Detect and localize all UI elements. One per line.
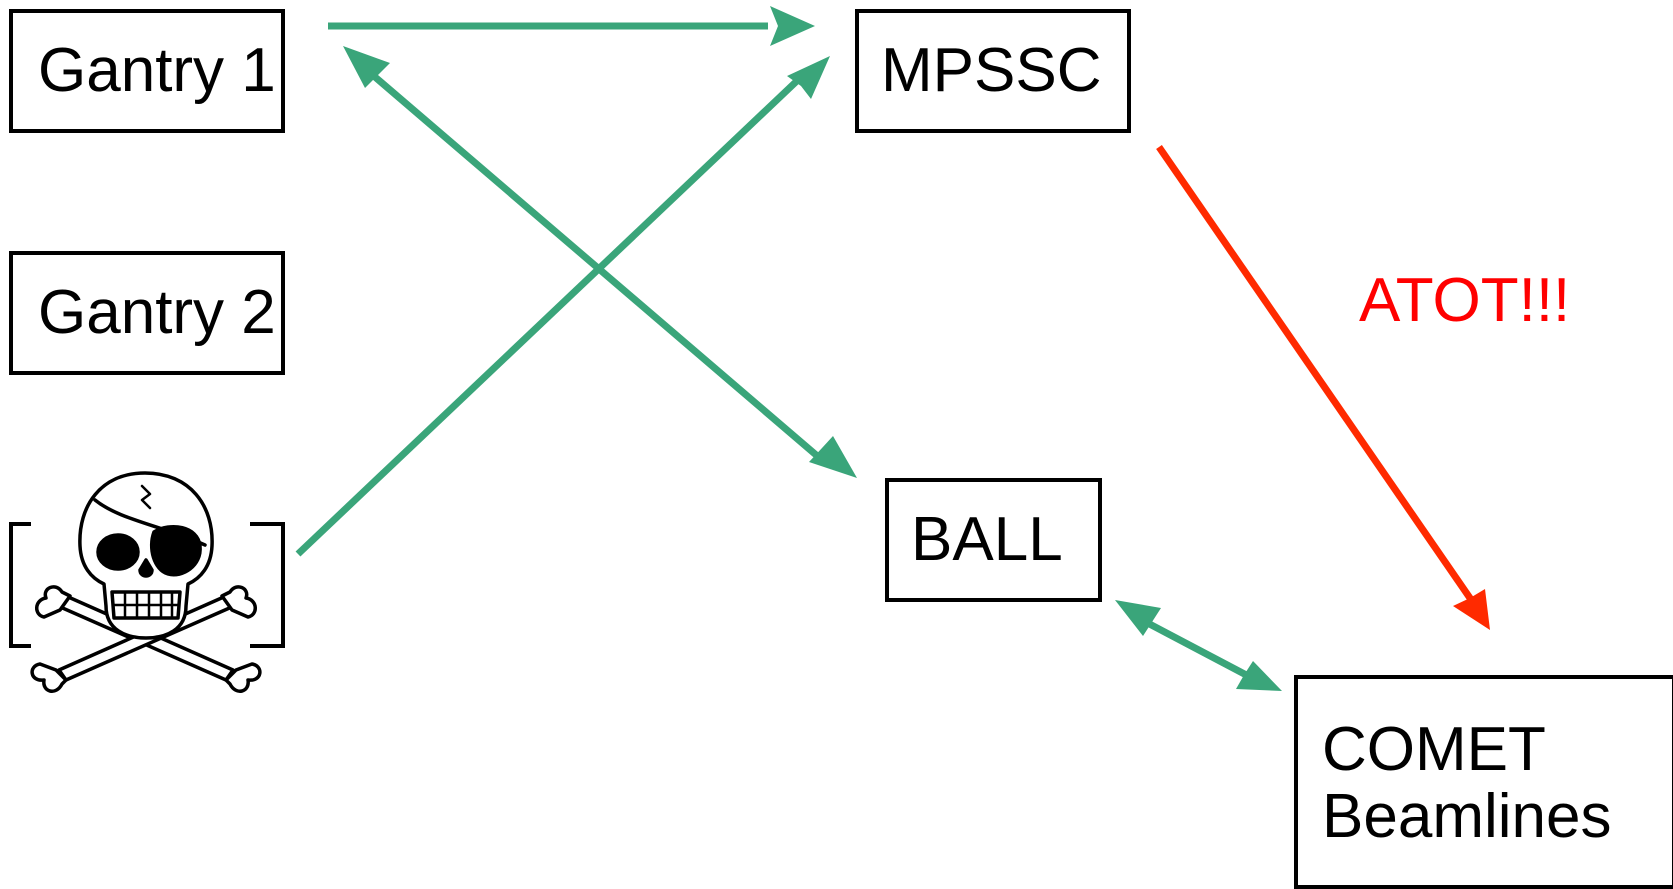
edge-label-atot: ATOT!!! xyxy=(1359,266,1571,335)
node-comet-label-line2: Beamlines xyxy=(1322,782,1612,851)
edge-ball-comet-bidirectional xyxy=(1115,600,1282,691)
skull-crossbones-icon xyxy=(30,471,262,693)
node-comet-label-line1: COMET xyxy=(1322,715,1546,785)
node-ball-label: BALL xyxy=(911,504,1063,574)
node-ball: BALL xyxy=(885,478,1102,602)
node-mpssc-label: MPSSC xyxy=(881,35,1102,105)
edge-gantry1-to-mpssc xyxy=(328,6,815,46)
node-comet-beamlines: COMET Beamlines xyxy=(1294,675,1673,889)
edge-unknown-to-mpssc xyxy=(295,56,830,557)
node-gantry-1-label: Gantry 1 xyxy=(38,35,276,105)
node-gantry-2: Gantry 2 xyxy=(9,251,285,375)
node-gantry-1: Gantry 1 xyxy=(9,9,285,133)
edge-gantry1-ball-bidirectional xyxy=(343,46,857,478)
node-gantry-2-label: Gantry 2 xyxy=(38,277,276,347)
unknown-source-bracket xyxy=(9,522,285,648)
node-mpssc: MPSSC xyxy=(855,9,1131,133)
edge-mpssc-to-comet xyxy=(1156,145,1490,630)
